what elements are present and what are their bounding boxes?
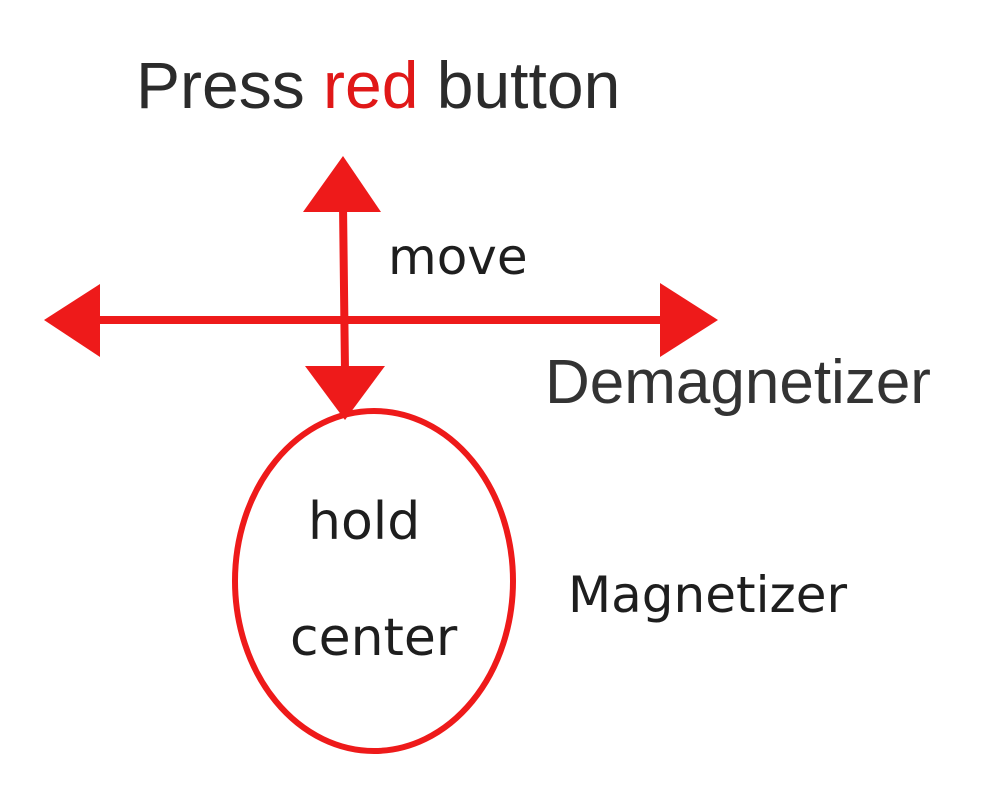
instruction-title: Press red button	[136, 52, 620, 118]
vertical-arrow-shaft	[339, 201, 349, 376]
demagnetizer-label: Demagnetizer	[545, 348, 931, 417]
down-arrowhead	[305, 366, 385, 420]
title-suffix: button	[418, 48, 621, 122]
left-arrowhead	[44, 284, 100, 357]
hold-label: hold	[308, 492, 421, 552]
title-accent: red	[323, 48, 419, 122]
magnetizer-label: Magnetizer	[568, 566, 848, 624]
button-outline	[232, 408, 516, 754]
up-arrowhead	[303, 156, 381, 212]
right-arrowhead	[660, 283, 718, 357]
title-prefix: Press	[136, 48, 324, 122]
center-label: center	[290, 608, 458, 668]
move-label: move	[388, 228, 528, 286]
